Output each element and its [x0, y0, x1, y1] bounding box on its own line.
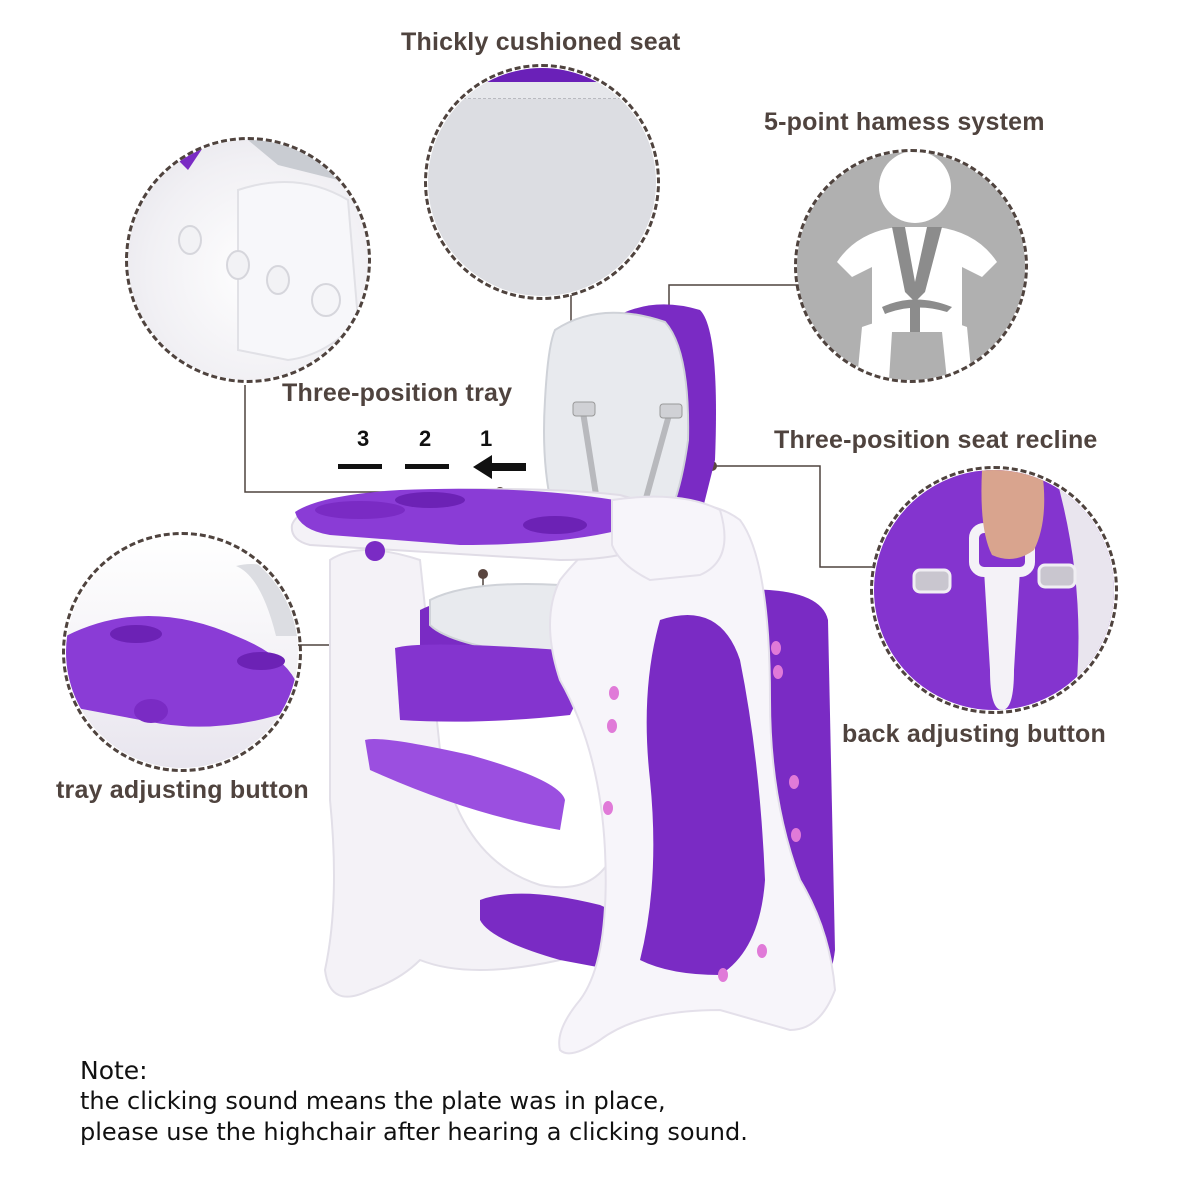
note-block: Note: the clicking sound means the plate…: [80, 1055, 748, 1148]
tray-position-2-dash: [405, 464, 449, 469]
callout-tray-button: tray adjusting button: [56, 776, 309, 804]
callout-back-button: back adjusting button: [842, 720, 1106, 748]
cushion-detail-circle: [428, 68, 656, 296]
tray-position-1: 1: [480, 426, 493, 451]
tray-notch-detail-circle: [128, 140, 368, 380]
tray-position-3-dash: [338, 464, 382, 469]
note-line-1: the clicking sound means the plate was i…: [80, 1087, 666, 1115]
tray-position-2: 2: [419, 426, 432, 451]
callout-cushioned-seat: Thickly cushioned seat: [401, 28, 681, 56]
tray-position-3: 3: [357, 426, 370, 451]
harness-detail-circle: [797, 152, 1025, 380]
callout-tray: Three-position tray: [282, 379, 513, 407]
callout-seat-recline: Three-position seat recline: [774, 426, 1098, 454]
back-button-detail-circle: [874, 470, 1114, 710]
note-line-2: please use the highchair after hearing a…: [80, 1118, 748, 1146]
harness-person-icon: [837, 152, 997, 380]
callout-harness: 5-point hamess system: [764, 108, 1045, 136]
note-title: Note:: [80, 1056, 148, 1085]
tray-button-detail-circle: [66, 536, 298, 768]
